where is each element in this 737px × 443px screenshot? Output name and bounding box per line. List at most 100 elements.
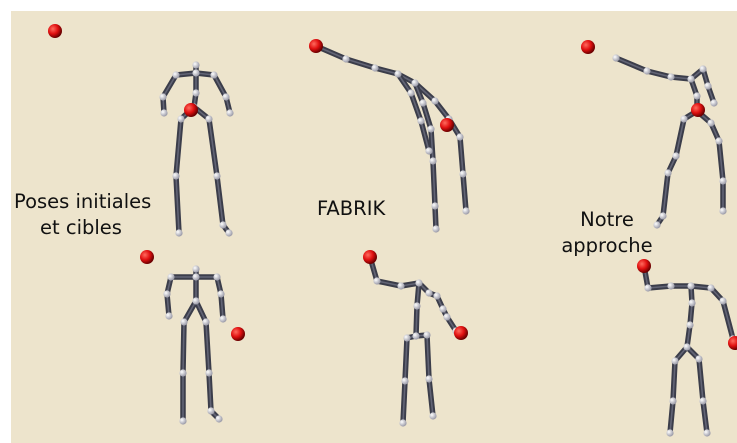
joint	[427, 125, 435, 133]
target-sphere	[440, 118, 454, 132]
skeleton-top-initial	[48, 24, 234, 237]
bone-highlight	[208, 118, 230, 234]
joint	[456, 133, 464, 141]
target-sphere	[48, 24, 62, 38]
target-sphere	[231, 327, 245, 341]
joint	[342, 55, 350, 63]
bone-highlight	[397, 73, 430, 152]
bone-highlight	[710, 122, 724, 212]
joint	[432, 225, 440, 233]
caption-initial-line-1: Poses initiales	[14, 190, 152, 213]
joint	[226, 109, 234, 117]
joint	[433, 292, 441, 300]
joint	[462, 207, 470, 215]
joint	[219, 315, 227, 323]
skeleton-top-fabrik	[309, 39, 470, 233]
joint	[207, 407, 215, 415]
joint	[686, 321, 694, 329]
joint	[669, 397, 677, 405]
caption-initial-poses: Poses initiales et cibles	[14, 189, 152, 241]
skeleton-bottom-fabrik	[363, 250, 468, 427]
joint	[419, 99, 427, 107]
joint	[213, 172, 221, 180]
joint	[159, 93, 167, 101]
target-sphere	[363, 250, 377, 264]
joint	[703, 429, 711, 437]
joint	[160, 109, 168, 117]
joint	[192, 61, 200, 69]
joint	[664, 169, 672, 177]
target-sphere	[581, 40, 595, 54]
target-sphere	[140, 250, 154, 264]
caption-ours-line-1: Notre	[580, 208, 634, 231]
bone-highlight	[205, 321, 220, 420]
joint	[205, 115, 213, 123]
joint	[425, 289, 433, 297]
joint	[401, 377, 409, 385]
target-sphere	[184, 103, 198, 117]
joint	[373, 277, 381, 285]
joint	[180, 318, 188, 326]
joint	[219, 221, 227, 229]
joint	[693, 92, 701, 100]
caption-fabrik: FABRIK	[317, 197, 386, 220]
joint	[688, 299, 696, 307]
joint	[699, 397, 707, 405]
joint	[225, 229, 233, 237]
joint	[415, 279, 423, 287]
joint	[659, 212, 667, 220]
joint	[612, 54, 620, 62]
joint	[413, 302, 421, 310]
joint	[459, 170, 467, 178]
target-sphere	[454, 326, 468, 340]
joint	[163, 290, 171, 298]
joint	[399, 419, 407, 427]
joint	[687, 75, 695, 83]
bone-highlight	[686, 285, 693, 348]
joint	[371, 64, 379, 72]
joint	[202, 318, 210, 326]
joint	[719, 297, 727, 305]
joint	[217, 290, 225, 298]
joint	[172, 71, 180, 79]
joint	[439, 305, 447, 313]
joint	[213, 273, 221, 281]
joint	[179, 417, 187, 425]
joint	[719, 177, 727, 185]
target-sphere	[728, 336, 737, 350]
joint	[397, 282, 405, 290]
illustration-panel: Poses initiales et cibles FABRIK Notre a…	[11, 11, 737, 443]
skeleton-figures	[48, 24, 737, 437]
joint	[407, 89, 415, 97]
caption-initial-line-2: et cibles	[40, 216, 122, 239]
target-sphere	[691, 103, 705, 117]
joint	[671, 357, 679, 365]
caption-ours-line-2: approche	[561, 234, 653, 257]
joint	[653, 221, 661, 229]
joint	[403, 334, 411, 342]
joint	[707, 119, 715, 127]
joint	[394, 70, 402, 78]
joint	[179, 369, 187, 377]
joint	[423, 331, 431, 339]
joint	[192, 297, 200, 305]
joint	[412, 332, 420, 340]
joint	[425, 147, 433, 155]
joint	[192, 89, 200, 97]
joint	[707, 284, 715, 292]
bone-highlight	[220, 293, 224, 320]
joint	[699, 65, 707, 73]
joint	[667, 73, 675, 81]
joint	[205, 369, 213, 377]
joint	[192, 69, 200, 77]
bone-highlight	[166, 293, 170, 317]
skeleton-bottom-initial	[140, 250, 245, 425]
joint	[443, 313, 451, 321]
joint	[431, 97, 439, 105]
joint	[192, 265, 200, 273]
joint	[719, 207, 727, 215]
joint	[177, 115, 185, 123]
joint	[666, 429, 674, 437]
caption-our-approach: Notre approche	[556, 207, 658, 259]
bone-highlight	[193, 64, 197, 108]
